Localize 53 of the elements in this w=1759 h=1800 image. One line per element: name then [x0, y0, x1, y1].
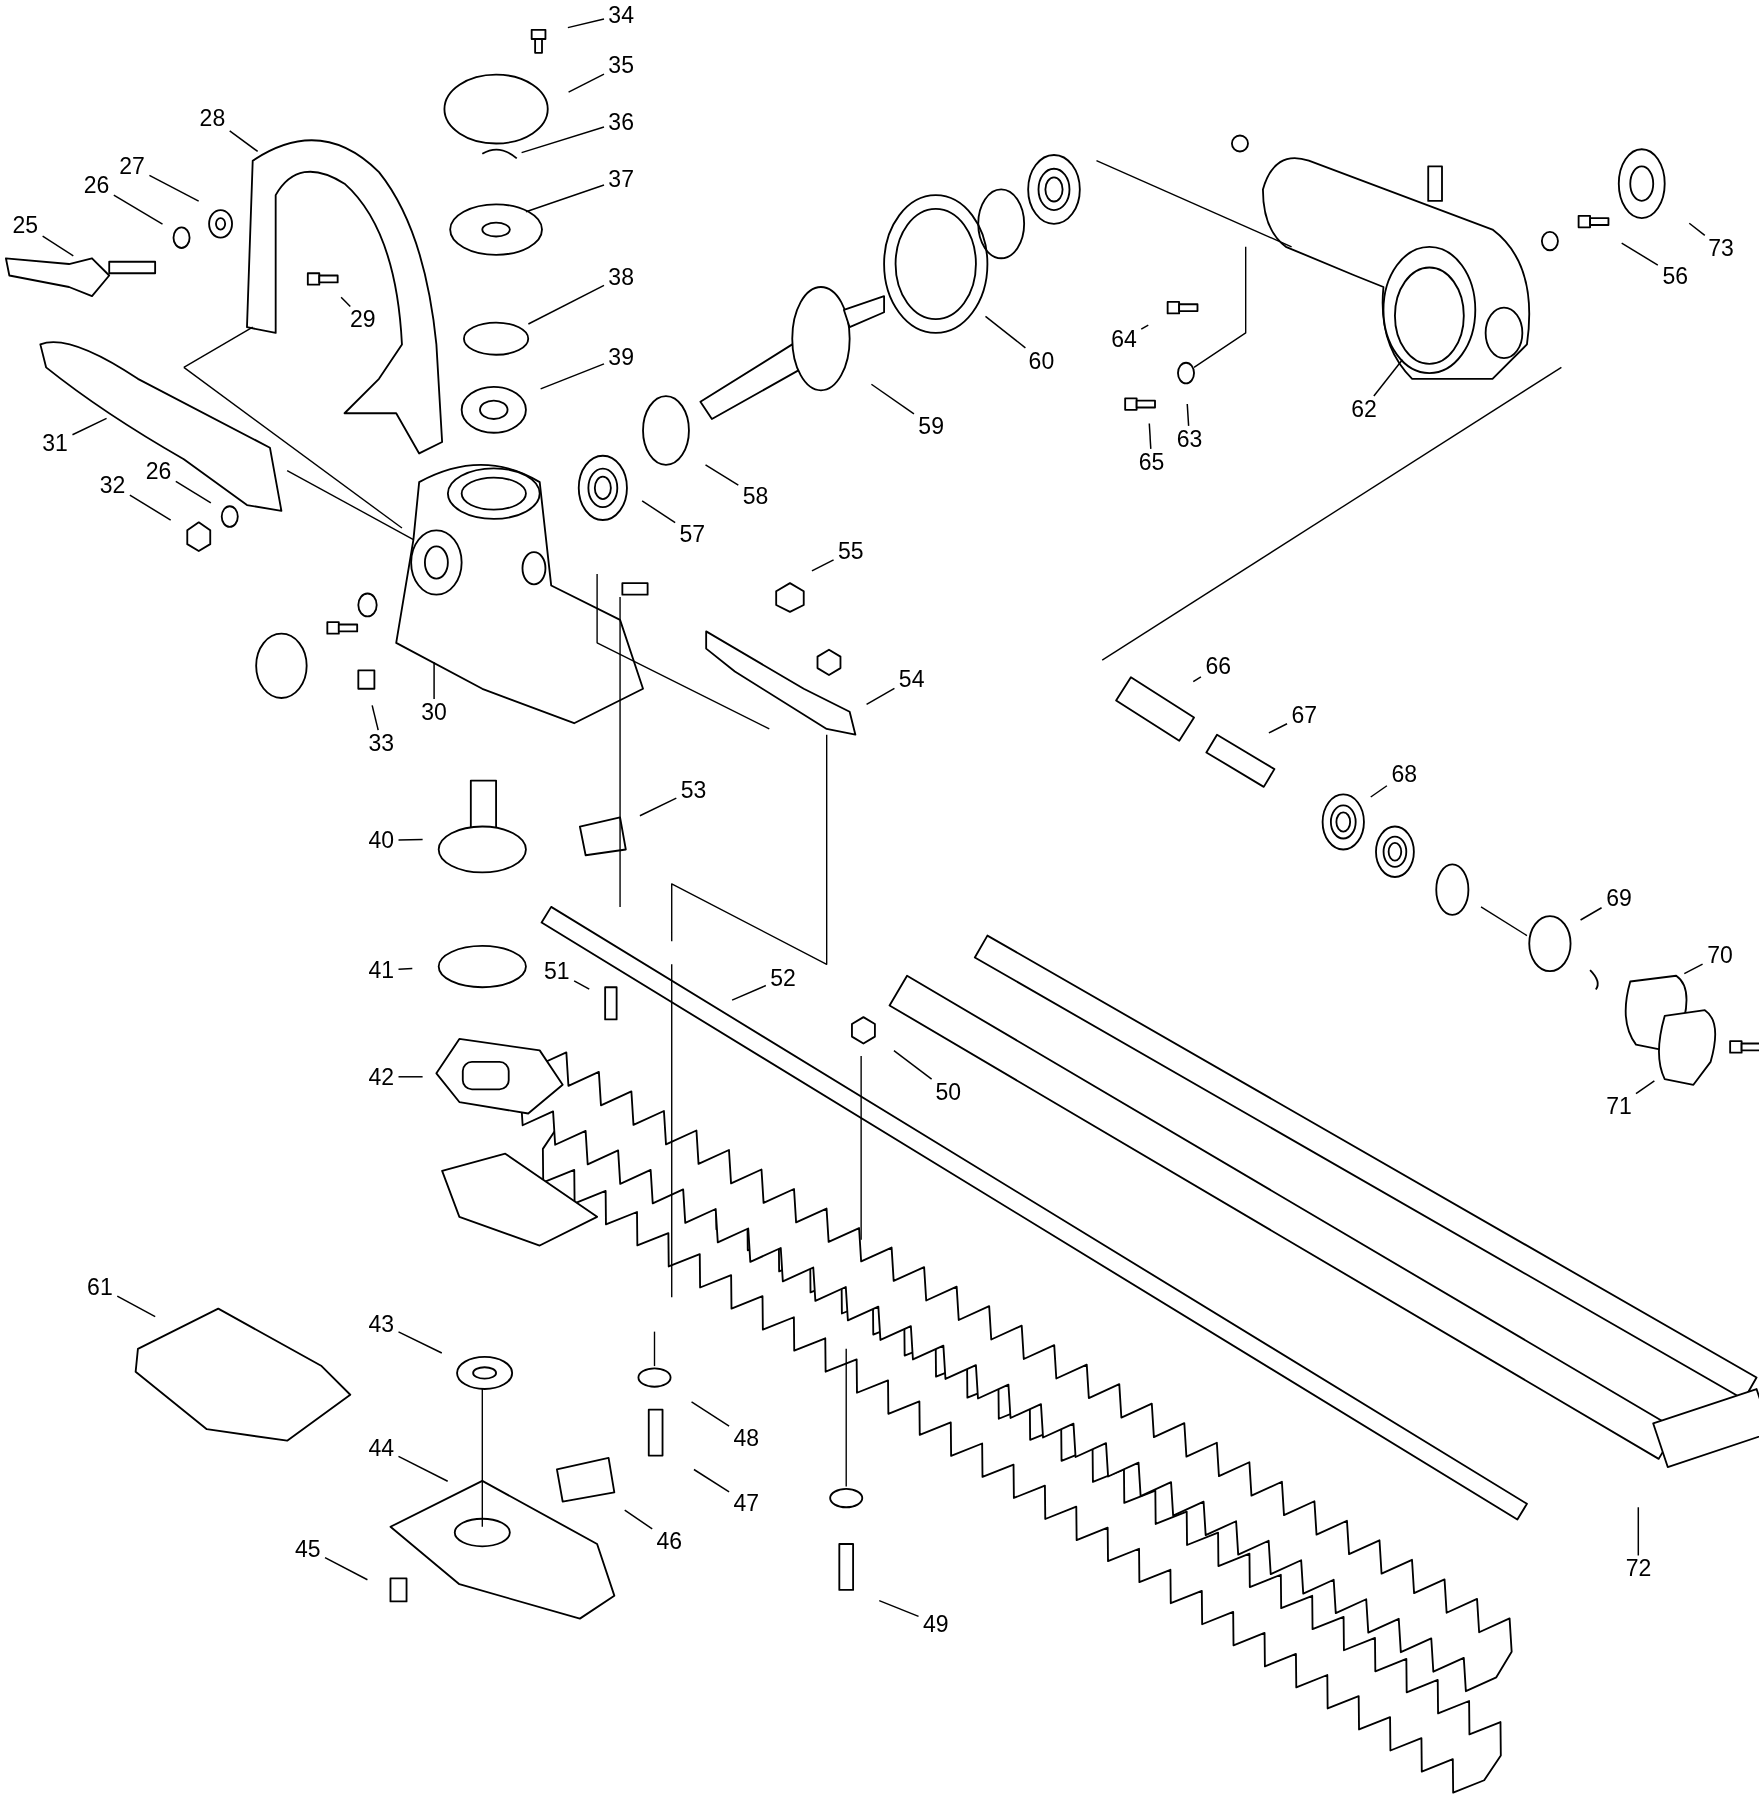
leader-line: [693, 1468, 730, 1493]
leader-line: [1140, 324, 1150, 330]
leader-line: [175, 480, 212, 504]
leader-line: [148, 174, 200, 202]
leader-line: [520, 126, 605, 154]
leader-line: [397, 1331, 443, 1354]
leader-line: [397, 1076, 424, 1078]
leader-line: [1683, 963, 1704, 975]
leader-line: [567, 18, 605, 29]
leader-line: [525, 184, 605, 213]
leader-line: [624, 1509, 653, 1530]
leader-line: [893, 1049, 933, 1080]
leader-line: [870, 383, 915, 415]
leader-line: [340, 296, 352, 308]
leader-line: [573, 980, 590, 990]
leader-line: [433, 661, 435, 700]
leader-line: [371, 704, 379, 731]
leader-line: [690, 1401, 730, 1427]
leader-line: [41, 235, 75, 257]
leader-line: [704, 464, 740, 486]
leader-line: [567, 73, 605, 93]
leader-line: [984, 315, 1027, 349]
callout-number: 49: [920, 1612, 951, 1635]
leader-line: [878, 1599, 920, 1618]
leader-line: [129, 494, 172, 521]
leader-line: [113, 194, 164, 225]
leader-line: [1635, 1080, 1656, 1095]
leader-line: [228, 130, 259, 153]
leader-line: [397, 838, 424, 841]
leader-line: [1620, 242, 1659, 266]
leader-line: [1579, 907, 1603, 921]
leader-line: [641, 500, 676, 524]
leader-line: [1688, 222, 1706, 237]
leader-line: [397, 967, 414, 970]
callout-number: 32: [97, 473, 128, 496]
leader-line: [865, 687, 896, 706]
leader-line: [1186, 403, 1190, 427]
leader-line: [1192, 676, 1202, 683]
leader-line: [1373, 359, 1404, 397]
callout-number: 60: [1026, 349, 1057, 372]
leader-line: [1637, 1506, 1640, 1557]
leader-line: [527, 284, 605, 325]
leader-line: [324, 1556, 369, 1581]
leader-line: [1148, 422, 1152, 450]
leader-line: [639, 797, 678, 817]
leader-line: [71, 417, 108, 436]
leader-line: [731, 984, 767, 1001]
leader-line: [811, 559, 835, 572]
leader-line: [397, 1455, 449, 1482]
leader-line: [539, 363, 605, 390]
leader-line: [1268, 723, 1288, 734]
leader-line: [116, 1295, 156, 1318]
leader-line: [1370, 785, 1388, 798]
